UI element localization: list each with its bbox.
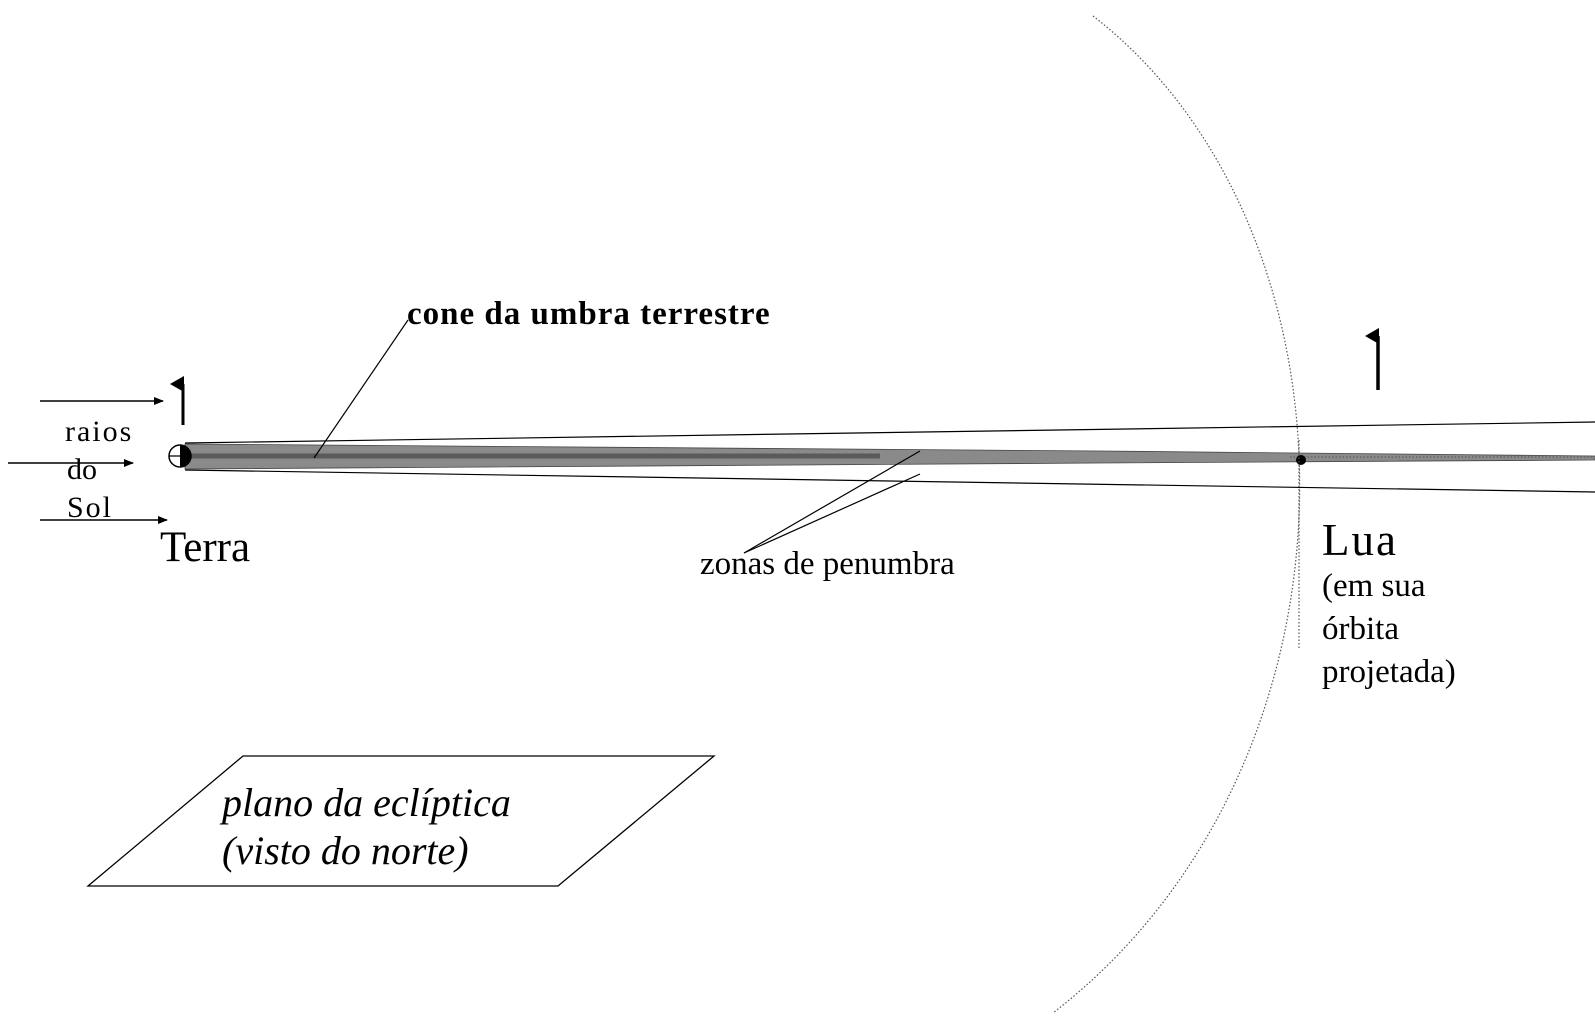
penumbra-upper-line: [184, 421, 1595, 444]
moon-note-line1: (em sua: [1322, 568, 1426, 604]
ecliptic-plane-label-line2: (visto do norte): [222, 828, 469, 873]
penumbra-leader-line-2: [743, 473, 921, 554]
moon-label: Lua: [1322, 515, 1398, 565]
cone-leader-line: [313, 319, 409, 459]
earth-label: Terra: [160, 524, 251, 571]
penumbra-leader-line-1: [743, 450, 921, 554]
penumbra-lower-line: [184, 469, 1595, 493]
moon-icon: [1296, 455, 1306, 465]
earth-icon: [168, 444, 192, 468]
ecliptic-plane-label-line1: plano da eclíptica: [222, 780, 511, 825]
moon-note-line2: órbita: [1322, 611, 1399, 647]
umbra-cone: [184, 443, 1595, 470]
moon-note-line3: projetada): [1322, 654, 1456, 690]
penumbra-label: zonas de penumbra: [700, 546, 955, 582]
ecliptic-plane-shape: [86, 755, 716, 887]
sun-rays-label-line1: raios: [65, 415, 134, 448]
moon-orbit-arc: [1052, 15, 1301, 1014]
sun-rays-label-line3: Sol: [67, 491, 114, 524]
sun-rays-label-line2: do: [67, 453, 97, 486]
cone-label: cone da umbra terrestre: [407, 296, 771, 332]
